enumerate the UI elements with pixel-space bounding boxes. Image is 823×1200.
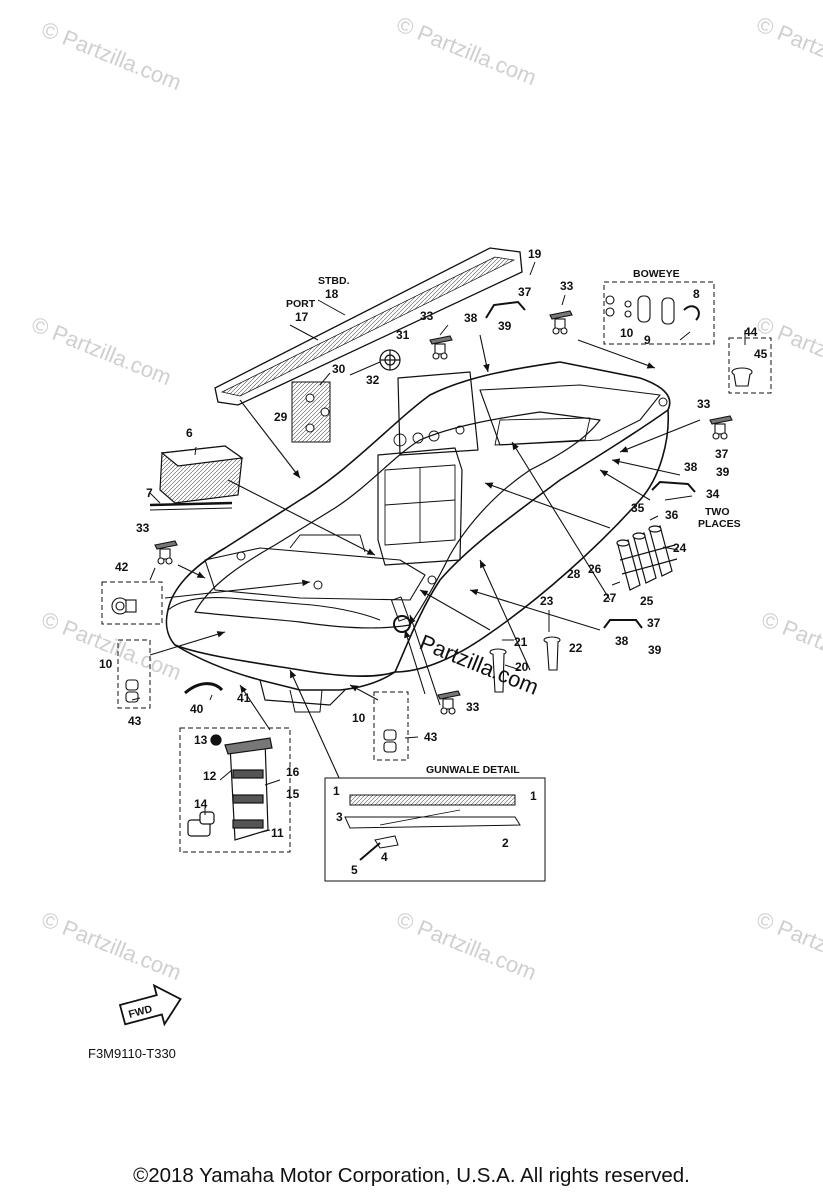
callout-10: 10 xyxy=(99,657,113,671)
callout-10: 10 xyxy=(352,711,366,725)
callout-15: 15 xyxy=(286,787,300,801)
watermark: © Partzilla.com xyxy=(38,906,185,985)
callout-36: 36 xyxy=(665,508,679,522)
callout-8: 8 xyxy=(693,287,700,301)
callout-24: 24 xyxy=(673,541,687,555)
pointer-arrows xyxy=(149,334,701,781)
callout-45: 45 xyxy=(754,347,768,361)
watermark: © Partzilla.com xyxy=(753,11,823,90)
callout-39: 39 xyxy=(648,643,662,657)
section-titles: STBD. PORT BOWEYE TWO PLACES GUNWALE DET… xyxy=(286,268,741,776)
callout-39: 39 xyxy=(716,465,730,479)
callout-33: 33 xyxy=(697,397,711,411)
callout-35: 35 xyxy=(631,501,645,515)
callout-10: 10 xyxy=(620,326,634,340)
diagram-code: F3M9110-T330 xyxy=(88,1046,176,1061)
callout-33: 33 xyxy=(466,700,480,714)
callout-4: 4 xyxy=(381,850,388,864)
rod-holder-rack xyxy=(616,525,678,591)
forward-arrow: FWD xyxy=(118,983,182,1027)
callout-41: 41 xyxy=(237,691,251,705)
callout-5: 5 xyxy=(351,863,358,877)
callout-22: 22 xyxy=(569,641,583,655)
callout-30: 30 xyxy=(332,362,346,376)
callout-19: 19 xyxy=(528,247,542,261)
callout-33: 33 xyxy=(560,279,574,293)
label-stbd: STBD. xyxy=(318,275,350,287)
callout-27: 27 xyxy=(603,591,617,605)
callout-23: 23 xyxy=(540,594,554,608)
gunwale-rail xyxy=(214,247,523,406)
vent-grille xyxy=(379,349,401,371)
watermark: © Partzilla.com xyxy=(393,11,540,90)
callout-38: 38 xyxy=(684,460,698,474)
label-gunwale-detail: GUNWALE DETAIL xyxy=(426,764,520,776)
copyright-notice: ©2018 Yamaha Motor Corporation, U.S.A. A… xyxy=(133,1164,690,1187)
cooler-box xyxy=(149,445,244,511)
watermark: © Partzilla.com xyxy=(38,16,185,95)
callout-21: 21 xyxy=(514,635,528,649)
callout-44: 44 xyxy=(744,325,758,339)
callout-20: 20 xyxy=(515,660,529,674)
watermark: © Partzilla.com xyxy=(28,311,175,390)
callout-37: 37 xyxy=(715,447,729,461)
label-boweye: BOWEYE xyxy=(633,268,680,280)
callout-25: 25 xyxy=(640,594,654,608)
callout-32: 32 xyxy=(366,373,380,387)
callout-29: 29 xyxy=(274,410,288,424)
cleat-hardware xyxy=(111,295,753,753)
boarding-ladder xyxy=(187,734,273,841)
callout-39: 39 xyxy=(498,319,512,333)
boat-hull xyxy=(165,361,671,713)
gunwale-detail-box xyxy=(324,777,546,882)
callout-43: 43 xyxy=(128,714,142,728)
callout-11: 11 xyxy=(271,826,284,840)
watermark: © Partzilla.com xyxy=(393,906,540,985)
callout-13: 13 xyxy=(194,733,208,747)
label-two-places: TWO xyxy=(705,506,730,518)
callout-7: 7 xyxy=(146,486,153,500)
mounting-panel xyxy=(291,381,331,443)
callout-18: 18 xyxy=(325,287,339,301)
callout-26: 26 xyxy=(588,562,602,576)
watermark: © Partzilla.com xyxy=(758,606,823,685)
callout-37: 37 xyxy=(647,616,661,630)
callout-17: 17 xyxy=(295,310,309,324)
watermark: © Partzilla.com xyxy=(38,606,185,685)
callout-6: 6 xyxy=(186,426,193,440)
detail-frames xyxy=(101,281,772,853)
callout-28: 28 xyxy=(567,567,581,581)
watermark: © Partzilla.com xyxy=(753,906,823,985)
callout-numbers: 19 18 17 37 38 39 33 33 33 33 33 8 10 9 … xyxy=(99,247,768,877)
label-port: PORT xyxy=(286,298,316,310)
callout-31: 31 xyxy=(396,328,410,342)
callout-38: 38 xyxy=(464,311,478,325)
callout-14: 14 xyxy=(194,797,208,811)
callout-38: 38 xyxy=(615,634,629,648)
callout-33: 33 xyxy=(420,309,434,323)
callout-40: 40 xyxy=(190,702,204,716)
callout-16: 16 xyxy=(286,765,300,779)
callout-1: 1 xyxy=(333,784,340,798)
label-two-places-2: PLACES xyxy=(698,518,741,530)
callout-43: 43 xyxy=(424,730,438,744)
callout-37: 37 xyxy=(518,285,532,299)
callout-34: 34 xyxy=(706,487,720,501)
callout-2: 2 xyxy=(502,836,509,850)
callout-33: 33 xyxy=(136,521,150,535)
callout-12: 12 xyxy=(203,769,217,783)
leader-lines xyxy=(131,261,746,868)
callout-42: 42 xyxy=(115,560,129,574)
callout-9: 9 xyxy=(644,333,651,347)
callout-1: 1 xyxy=(530,789,537,803)
callout-3: 3 xyxy=(336,810,343,824)
